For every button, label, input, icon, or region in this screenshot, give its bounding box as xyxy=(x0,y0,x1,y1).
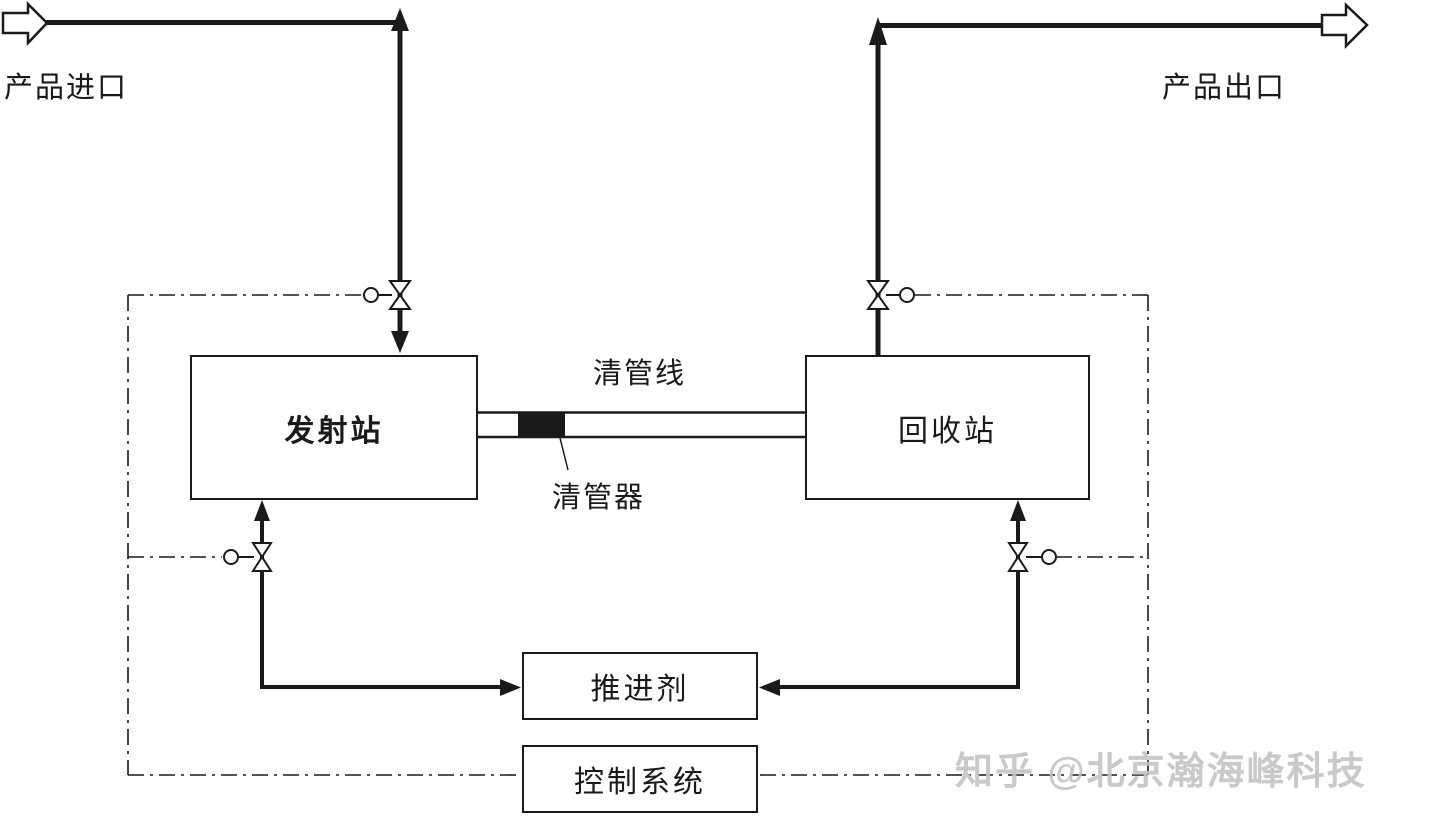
recovery-station-label: 回收站 xyxy=(898,414,997,448)
propellant-arrowhead-icons xyxy=(254,500,1026,696)
valve-inlet-icon xyxy=(363,280,412,310)
product-outlet-arrow-icon xyxy=(1320,2,1369,50)
valve-outlet-icon xyxy=(866,280,915,310)
pig-line-label: 清管线 xyxy=(593,358,687,390)
product-outlet-label: 产品出口 xyxy=(1162,72,1287,104)
launch-station-label: 发射站 xyxy=(284,414,384,448)
watermark: 知乎 @北京瀚海峰科技 xyxy=(955,751,1367,793)
valve-propellant-right-icon xyxy=(1007,542,1057,572)
pig-label: 清管器 xyxy=(552,482,646,514)
control-system-label: 控制系统 xyxy=(574,766,706,799)
recovery-station-box: 回收站 xyxy=(805,355,1090,500)
pig-device-icon xyxy=(518,413,565,436)
propellant-label: 推进剂 xyxy=(590,673,690,706)
launch-station-box: 发射站 xyxy=(190,355,478,500)
propellant-line-right xyxy=(764,505,1020,689)
outlet-arrowhead-icon xyxy=(869,17,887,45)
product-inlet-arrow-icon xyxy=(1,0,49,47)
control-boundary-dashdot xyxy=(127,294,1149,776)
propellant-box: 推进剂 xyxy=(522,652,758,720)
inlet-arrowhead-icons xyxy=(391,8,409,353)
product-inlet-label: 产品进口 xyxy=(4,72,129,104)
valve-propellant-left-icon xyxy=(223,542,273,572)
control-system-box: 控制系统 xyxy=(522,745,758,813)
pig-pipeline xyxy=(478,411,805,471)
propellant-line-left xyxy=(260,505,516,689)
